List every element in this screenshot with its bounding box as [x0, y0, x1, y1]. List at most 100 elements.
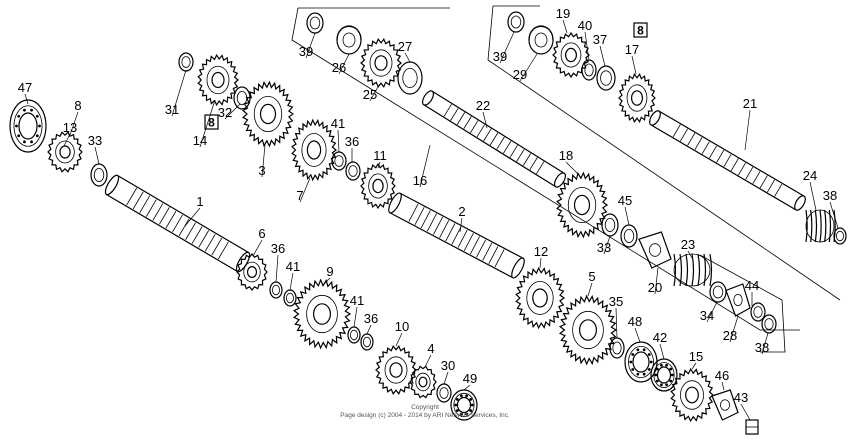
leader-c29: [519, 53, 538, 82]
leader-c25: [369, 84, 380, 102]
callout-c21[interactable]: 21: [743, 96, 757, 111]
callout-c48[interactable]: 48: [628, 314, 642, 329]
callout-c39b[interactable]: 39: [493, 49, 507, 64]
leader-c39a: [305, 32, 316, 59]
leader-c39b: [499, 31, 515, 64]
callout-c35[interactable]: 35: [609, 294, 623, 309]
washer-33b: [601, 213, 619, 237]
callout-c23[interactable]: 23: [681, 237, 695, 252]
callout-c14[interactable]: 14: [193, 133, 207, 148]
leader-c41a: [337, 129, 340, 153]
copyright-line-1: Copyright: [411, 404, 439, 411]
callout-c41b[interactable]: 41: [286, 259, 300, 274]
callout-c26[interactable]: 26: [332, 60, 346, 75]
leader-c13: [63, 133, 71, 147]
callout-c45[interactable]: 45: [618, 193, 632, 208]
callout-c37[interactable]: 37: [593, 32, 607, 47]
leader-c18: [565, 161, 579, 175]
washer-31: [178, 52, 194, 72]
callout-c29[interactable]: 29: [513, 67, 527, 82]
callout-c15[interactable]: 15: [689, 349, 703, 364]
collar-26: [336, 25, 362, 55]
leader-c7: [299, 177, 311, 203]
callout-c41c[interactable]: 41: [350, 293, 364, 308]
callout-c43[interactable]: 43: [734, 390, 748, 405]
callout-c1[interactable]: 1: [196, 194, 203, 209]
callout-c36a[interactable]: 36: [345, 134, 359, 149]
spring-24: [805, 209, 836, 243]
callout-c49[interactable]: 49: [463, 371, 477, 386]
washer-36c: [360, 333, 374, 351]
callout-c44[interactable]: 44: [745, 278, 759, 293]
callout-c32[interactable]: 32: [218, 105, 232, 120]
leader-c24: [809, 181, 817, 211]
gear-4: [409, 365, 437, 399]
callout-c11[interactable]: 11: [373, 148, 387, 163]
leader-c20: [654, 267, 659, 295]
callout-c41a[interactable]: 41: [331, 116, 345, 131]
shafts-layer: [104, 90, 806, 279]
callout-c19[interactable]: 19: [556, 6, 570, 21]
group-frame-line-4: [699, 254, 786, 353]
leader-c45: [624, 206, 630, 226]
boxed-callout-kickstart[interactable]: 8: [633, 22, 648, 38]
callout-c36c[interactable]: 36: [364, 311, 378, 326]
leader-c26: [338, 53, 350, 75]
leader-c14: [199, 99, 216, 148]
callout-c2[interactable]: 2: [458, 204, 465, 219]
callout-c24[interactable]: 24: [803, 168, 817, 183]
callout-c31[interactable]: 31: [165, 102, 179, 117]
callout-c7[interactable]: 7: [296, 188, 303, 203]
callout-c38a[interactable]: 38: [755, 340, 769, 355]
callout-c10[interactable]: 10: [395, 319, 409, 334]
callout-c16[interactable]: 16: [413, 173, 427, 188]
callout-c20[interactable]: 20: [648, 280, 662, 295]
leader-c15: [691, 362, 697, 370]
callout-c12[interactable]: 12: [534, 244, 548, 259]
callout-c17[interactable]: 17: [625, 42, 639, 57]
washer-36a: [345, 161, 361, 181]
leader-c19: [562, 19, 568, 34]
callout-c33a[interactable]: 33: [88, 133, 102, 148]
callout-c28[interactable]: 28: [723, 328, 737, 343]
callout-c22[interactable]: 22: [476, 98, 490, 113]
callout-c6[interactable]: 6: [258, 226, 265, 241]
leader-c34: [706, 301, 718, 323]
leader-c48: [634, 327, 641, 343]
callout-c34[interactable]: 34: [700, 308, 714, 323]
callout-c36b[interactable]: 36: [271, 241, 285, 256]
washer-36b: [269, 281, 283, 299]
gear-5: [558, 294, 618, 366]
leader-c32: [224, 103, 241, 120]
callout-c30[interactable]: 30: [441, 358, 455, 373]
callout-c4[interactable]: 4: [427, 341, 434, 356]
callout-c8[interactable]: 8: [74, 98, 81, 113]
callout-c47[interactable]: 47: [18, 80, 32, 95]
leader-c3: [261, 144, 266, 178]
gear-13: [47, 131, 83, 173]
gear-7: [291, 118, 337, 182]
callout-c9[interactable]: 9: [326, 264, 333, 279]
leader-c36c: [366, 324, 372, 335]
callout-c25[interactable]: 25: [363, 87, 377, 102]
callout-c33b[interactable]: 33: [597, 240, 611, 255]
callout-c40[interactable]: 40: [578, 18, 592, 33]
callout-c5[interactable]: 5: [588, 269, 595, 284]
washer-40: [581, 59, 597, 81]
callout-c27[interactable]: 27: [398, 39, 412, 54]
callout-c3[interactable]: 3: [258, 163, 265, 178]
washer-39b: [507, 11, 525, 33]
gear-9: [292, 278, 352, 350]
boxed-callout-clutch[interactable]: 8: [204, 114, 219, 130]
clip-38b: [833, 227, 847, 245]
washer-35: [609, 337, 625, 359]
callout-c18[interactable]: 18: [559, 148, 573, 163]
callout-c38b[interactable]: 38: [823, 188, 837, 203]
callout-c13[interactable]: 13: [63, 120, 77, 135]
callout-c42[interactable]: 42: [653, 330, 667, 345]
callout-c39a[interactable]: 39: [299, 44, 313, 59]
clip-41b: [283, 289, 297, 307]
gear-14: [197, 53, 239, 107]
callout-c46[interactable]: 46: [715, 368, 729, 383]
